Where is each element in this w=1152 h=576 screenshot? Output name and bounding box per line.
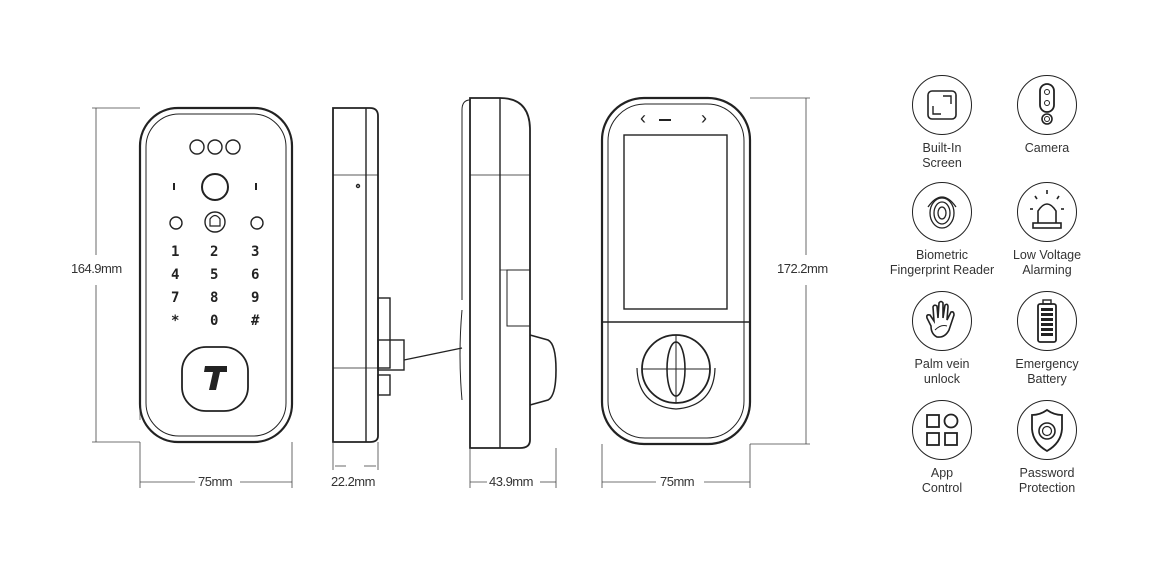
outer-depth-label: 22.2mm (330, 474, 376, 489)
camera-icon (1039, 83, 1055, 125)
battery-icon (1037, 299, 1057, 343)
front-width-label: 75mm (197, 474, 234, 489)
inner-depth-label: 43.9mm (488, 474, 534, 489)
key-6: 6 (251, 267, 260, 283)
feature-camera: Camera (992, 75, 1102, 156)
key-0: 0 (210, 313, 219, 329)
key-1: 1 (171, 244, 180, 260)
key-9: 9 (251, 290, 260, 306)
shield-icon (1031, 408, 1063, 453)
alarm-light-icon (1030, 190, 1064, 229)
fingerprint-icon (927, 196, 957, 229)
front-height-label: 164.9mm (70, 261, 123, 276)
front-panel-outline (138, 106, 294, 444)
touch-screen (623, 134, 728, 310)
screen-prev-icon: ‹ (640, 108, 646, 128)
screen-icon (927, 90, 957, 120)
key-7: 7 (171, 290, 180, 306)
screen-next-icon: › (701, 108, 707, 128)
key-star: * (171, 313, 180, 329)
key-5: 5 (210, 267, 219, 283)
key-hash: # (251, 313, 260, 329)
logo-button (181, 346, 249, 412)
back-height-label: 172.2mm (776, 261, 829, 276)
key-2: 2 (210, 244, 219, 260)
t-logo-icon (204, 366, 227, 390)
palm-icon (926, 300, 955, 338)
key-8: 8 (210, 290, 219, 306)
back-panel-outline (600, 96, 752, 446)
app-grid-icon (926, 413, 959, 446)
back-width-label: 75mm (659, 474, 696, 489)
key-3: 3 (251, 244, 260, 260)
key-4: 4 (171, 267, 180, 283)
